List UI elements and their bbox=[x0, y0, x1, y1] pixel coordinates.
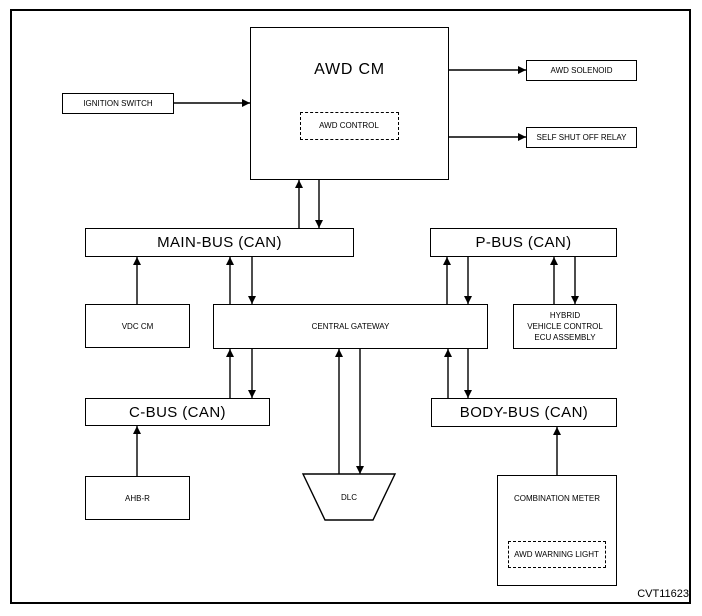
node-body-bus: BODY-BUS (CAN) bbox=[431, 398, 617, 427]
node-awd-control-label: AWD CONTROL bbox=[319, 121, 379, 130]
node-awd-control: AWD CONTROL bbox=[299, 111, 399, 140]
node-central-gateway: CENTRAL GATEWAY bbox=[213, 304, 488, 349]
node-p-bus: P-BUS (CAN) bbox=[430, 228, 617, 257]
node-vdc-cm: VDC CM bbox=[85, 304, 190, 348]
node-combination-meter: COMBINATION METER AWD WARNING LIGHT bbox=[497, 475, 617, 586]
node-central-gateway-label: CENTRAL GATEWAY bbox=[311, 322, 390, 331]
node-p-bus-label: P-BUS (CAN) bbox=[475, 234, 572, 251]
node-awd-cm-label: AWD CM bbox=[314, 61, 385, 78]
node-awd-solenoid: AWD SOLENOID bbox=[526, 60, 637, 81]
node-awd-warning-light: AWD WARNING LIGHT bbox=[507, 540, 606, 568]
node-ahb-r: AHB-R bbox=[85, 476, 190, 520]
node-body-bus-label: BODY-BUS (CAN) bbox=[459, 404, 589, 421]
node-hybrid-ecu: HYBRID VEHICLE CONTROL ECU ASSEMBLY bbox=[513, 304, 617, 349]
node-combination-meter-label: COMBINATION METER bbox=[513, 494, 601, 503]
node-awd-warning-light-label: AWD WARNING LIGHT bbox=[514, 549, 599, 559]
node-dlc-label: DLC bbox=[340, 492, 357, 502]
node-self-shut-off-relay: SELF SHUT OFF RELAY bbox=[526, 127, 637, 148]
diagram-border bbox=[10, 9, 691, 604]
node-main-bus: MAIN-BUS (CAN) bbox=[85, 228, 354, 257]
node-ignition-switch-label: IGNITION SWITCH bbox=[83, 99, 153, 108]
node-awd-cm: AWD CM AWD CONTROL bbox=[250, 27, 449, 180]
node-ahb-r-label: AHB-R bbox=[125, 493, 150, 503]
node-dlc: DLC bbox=[303, 474, 395, 520]
node-hybrid-ecu-label: HYBRID VEHICLE CONTROL ECU ASSEMBLY bbox=[527, 311, 603, 342]
node-vdc-cm-label: VDC CM bbox=[121, 321, 154, 331]
node-c-bus: C-BUS (CAN) bbox=[85, 398, 270, 426]
node-ignition-switch: IGNITION SWITCH bbox=[62, 93, 174, 114]
node-self-shut-off-relay-label: SELF SHUT OFF RELAY bbox=[536, 133, 627, 142]
node-c-bus-label: C-BUS (CAN) bbox=[129, 403, 226, 421]
dlc-trapezoid bbox=[301, 473, 397, 521]
node-awd-solenoid-label: AWD SOLENOID bbox=[550, 66, 613, 75]
node-main-bus-label: MAIN-BUS (CAN) bbox=[157, 234, 282, 251]
figure-code: CVT11623 bbox=[637, 588, 689, 600]
